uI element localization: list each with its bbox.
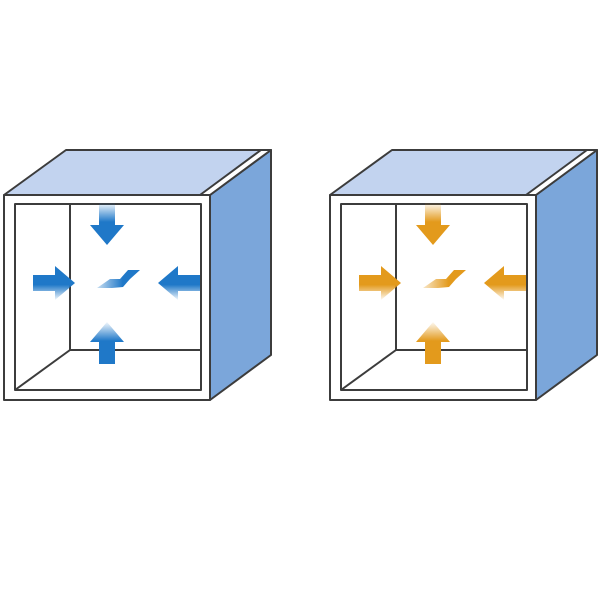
box-cold <box>3 149 272 401</box>
floor-edge <box>340 349 397 391</box>
arrow-up-warm <box>416 322 450 364</box>
arrow-right-warm <box>359 266 401 300</box>
front-frame <box>329 194 537 401</box>
box-warm <box>329 149 598 401</box>
floor-edge <box>14 349 71 391</box>
arrow-left-cold <box>158 266 200 300</box>
arrow-left-warm <box>484 266 526 300</box>
arrow-down-warm <box>416 203 450 245</box>
arrow-up-cold <box>90 322 124 364</box>
center-bolt-cold <box>97 270 140 288</box>
front-frame <box>3 194 211 401</box>
arrow-down-cold <box>90 203 124 245</box>
center-bolt-warm <box>423 270 466 288</box>
arrow-right-cold <box>33 266 75 300</box>
